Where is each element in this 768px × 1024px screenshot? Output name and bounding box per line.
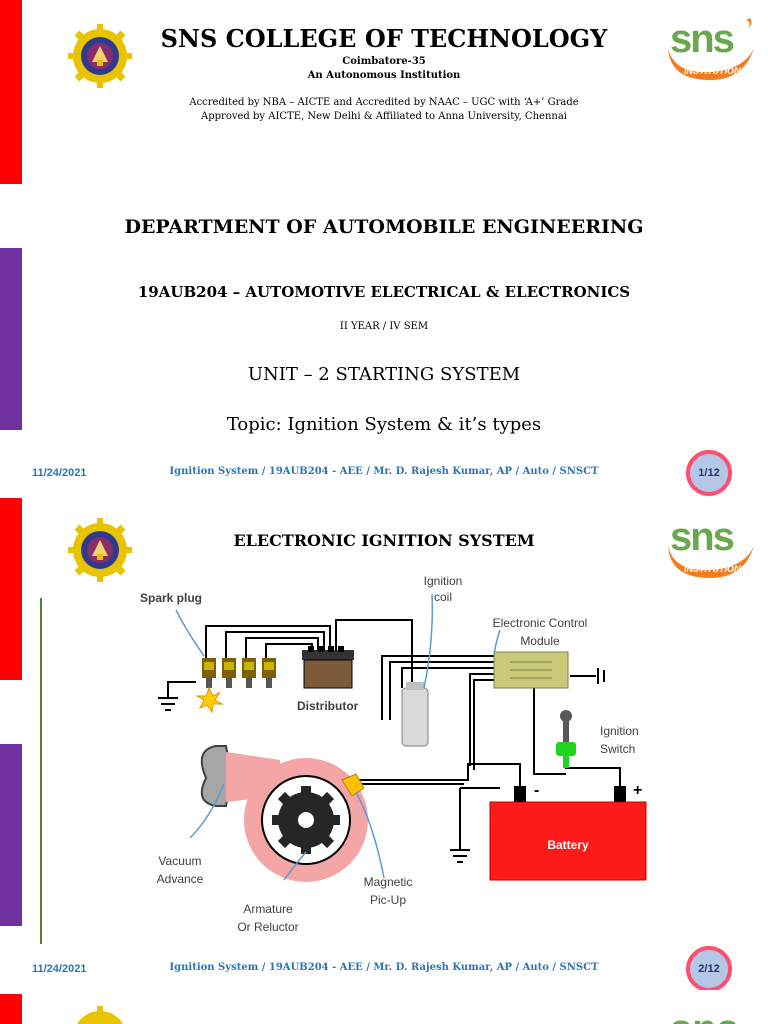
sns-logo-subtext: INSTITUTIONS bbox=[684, 66, 747, 76]
label-magnetic-pickup: Magnetic Pic-Up bbox=[356, 873, 420, 909]
slide-3-partial: sns bbox=[0, 994, 768, 1024]
page-number-badge: 1/12 bbox=[686, 450, 732, 496]
label-vacuum-advance: Vacuum Advance bbox=[152, 852, 208, 888]
college-seal-icon bbox=[68, 518, 132, 582]
label-vacuum-advance-line2: Advance bbox=[156, 872, 204, 886]
label-ignition-switch: Ignition Switch bbox=[600, 722, 639, 758]
distributor-block bbox=[302, 646, 354, 689]
college-seal-icon bbox=[68, 24, 132, 88]
label-ecm: Electronic Control Module bbox=[480, 614, 600, 650]
slide-title: ELECTRONIC IGNITION SYSTEM bbox=[233, 531, 535, 550]
label-ecm-line2: Module bbox=[520, 634, 560, 648]
label-ignition-coil-line2: coil bbox=[433, 590, 452, 604]
label-armature: Armature Or Reluctor bbox=[228, 900, 308, 936]
college-autonomous: An Autonomous Institution bbox=[307, 70, 461, 81]
label-ignition-coil-line1: Ignition bbox=[423, 574, 463, 588]
label-armature-line2: Or Reluctor bbox=[237, 920, 299, 934]
college-approval: Approved by AICTE, New Delhi & Affiliate… bbox=[201, 111, 567, 122]
footer-text: Ignition System / 19AUB204 - AEE / Mr. D… bbox=[169, 466, 599, 477]
college-city: Coimbatore-35 bbox=[342, 56, 426, 67]
sns-institutions-logo: sns bbox=[670, 1007, 739, 1024]
footer-text: Ignition System / 19AUB204 - AEE / Mr. D… bbox=[169, 962, 599, 973]
label-ignition-switch-line1: Ignition bbox=[600, 724, 639, 738]
label-armature-line1: Armature bbox=[243, 902, 293, 916]
college-accreditation: Accredited by NBA – AICTE and Accredited… bbox=[189, 97, 579, 108]
label-spark-plug: Spark plug bbox=[140, 591, 203, 605]
slide-2: sns INSTITUTIONS ELECTRONIC IGNITION SYS… bbox=[0, 498, 768, 990]
slide-1: SNS COLLEGE OF TECHNOLOGY Coimbatore-35 … bbox=[0, 0, 768, 498]
label-battery-plus: + bbox=[633, 782, 643, 799]
sns-logo-subtext: INSTITUTIONS bbox=[684, 564, 747, 574]
year-semester: II YEAR / IV SEM bbox=[339, 321, 429, 332]
sns-institutions-logo: sns INSTITUTIONS bbox=[664, 512, 756, 578]
topic-title: Topic: Ignition System & it’s types bbox=[226, 414, 542, 435]
sns-institutions-logo: sns INSTITUTIONS bbox=[664, 14, 756, 80]
purple-accent-bar bbox=[0, 248, 22, 430]
unit-title: UNIT – 2 STARTING SYSTEM bbox=[247, 364, 521, 385]
ecm-block bbox=[493, 651, 569, 689]
electronic-ignition-diagram bbox=[158, 593, 647, 882]
department-title: DEPARTMENT OF AUTOMOBILE ENGINEERING bbox=[124, 216, 644, 238]
footer-date: 11/24/2021 bbox=[32, 963, 87, 975]
label-magnetic-pickup-line2: Pic-Up bbox=[369, 893, 406, 907]
vacuum-advance-block bbox=[200, 745, 280, 807]
green-vertical-line bbox=[40, 598, 42, 944]
pickup-assembly bbox=[244, 758, 368, 882]
label-vacuum-advance-line1: Vacuum bbox=[158, 854, 202, 868]
red-accent-bar bbox=[0, 994, 22, 1024]
footer-date: 11/24/2021 bbox=[32, 467, 87, 479]
label-battery: Battery bbox=[547, 838, 589, 852]
label-battery-minus: - bbox=[534, 782, 540, 799]
red-accent-bar bbox=[0, 0, 22, 184]
svg-text:sns: sns bbox=[670, 1007, 739, 1024]
label-magnetic-pickup-line1: Magnetic bbox=[363, 875, 413, 889]
ignition-coil-block bbox=[401, 682, 429, 747]
purple-accent-bar bbox=[0, 744, 22, 926]
college-seal-icon bbox=[76, 1006, 124, 1024]
battery-block bbox=[489, 786, 647, 881]
label-ignition-switch-line2: Switch bbox=[600, 742, 636, 756]
page-number-badge: 2/12 bbox=[686, 946, 732, 990]
college-name: SNS COLLEGE OF TECHNOLOGY bbox=[160, 24, 608, 53]
label-distributor: Distributor bbox=[297, 699, 359, 713]
sns-logo-text: sns bbox=[670, 17, 735, 61]
sns-logo-text: sns bbox=[670, 515, 735, 559]
red-accent-bar bbox=[0, 498, 22, 680]
spark-plugs bbox=[195, 658, 276, 714]
label-ecm-line1: Electronic Control bbox=[492, 616, 588, 630]
course-title: 19AUB204 – AUTOMOTIVE ELECTRICAL & ELECT… bbox=[137, 283, 631, 301]
ignition-switch-block bbox=[556, 710, 576, 768]
label-ignition-coil: Ignition coil bbox=[420, 573, 466, 605]
